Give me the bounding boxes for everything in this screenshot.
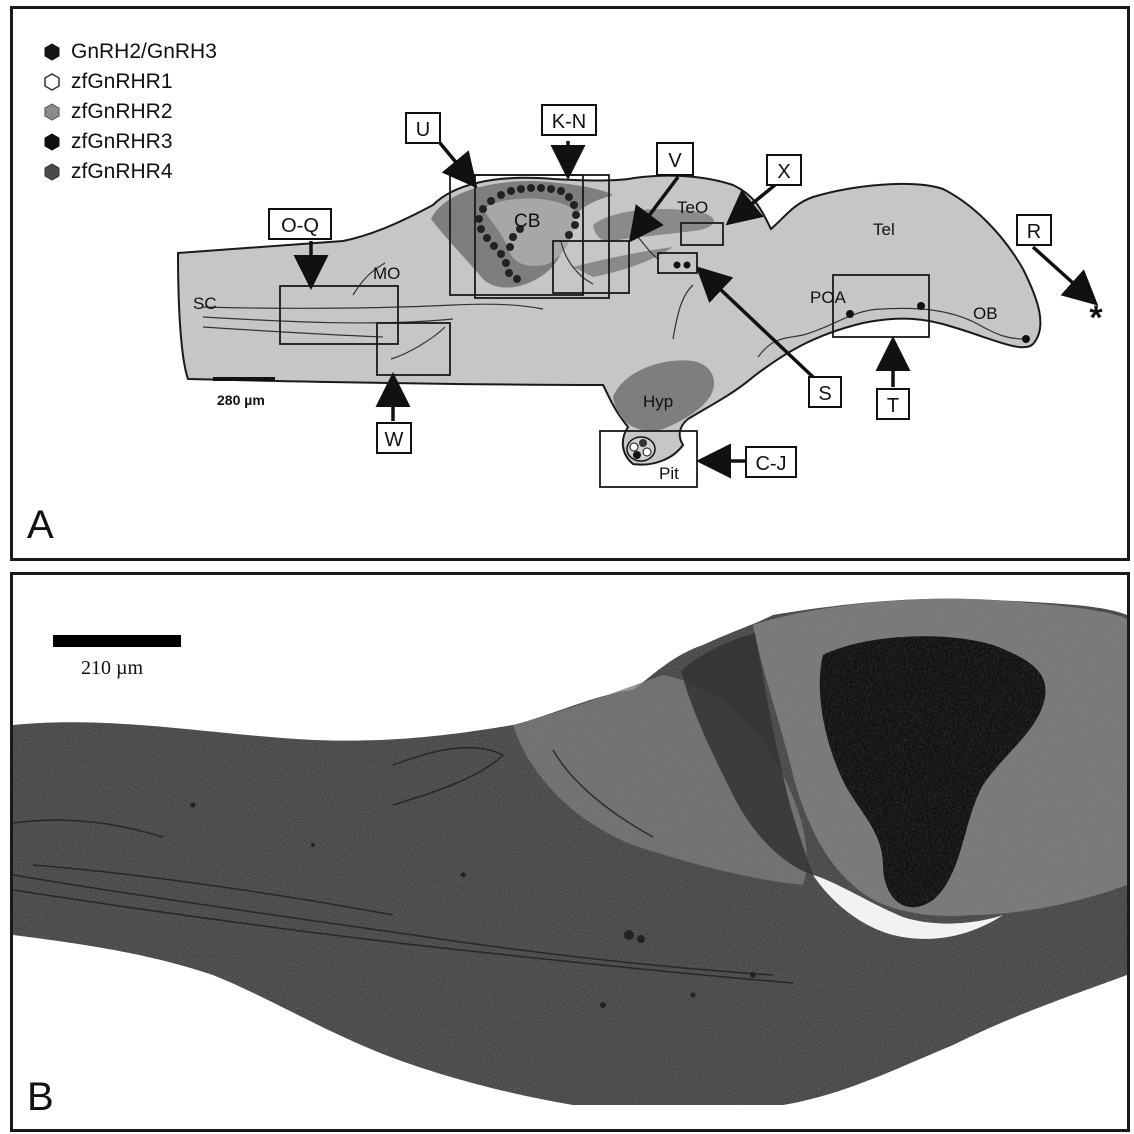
region-label-pit: Pit [659,464,679,483]
scale-bar-b [53,635,181,647]
asterisk-marker: * [1089,299,1103,337]
region-label-mo: MO [373,264,400,283]
scale-label-b: 210 µm [81,657,181,680]
panel-a-schematic: GnRH2/GnRH3 zfGnRHR1 zfGnRHR2 zfGnRHR3 z… [10,6,1130,561]
region-label-tel: Tel [873,220,895,239]
callout-cj: C-J [755,453,786,475]
scale-bar-b-group: 210 µm [53,635,181,680]
region-label-teo: TeO [677,198,708,217]
panel-letter-a: A [27,503,54,548]
brain-schematic: U K-N V X O-Q R S T W C-J CB TeO Tel MO … [13,9,1127,558]
callout-x: X [777,161,790,183]
region-label-cb: CB [514,211,540,232]
region-label-hyp: Hyp [643,392,673,411]
callout-v: V [668,150,682,172]
callout-t: T [887,395,899,417]
region-label-sc: SC [193,294,217,313]
panel-b-micrograph: 210 µm B [10,572,1130,1132]
panel-letter-b: B [27,1075,54,1120]
region-label-ob: OB [973,304,998,323]
callout-s: S [818,383,831,405]
scale-label-a: 280 µm [217,392,265,408]
region-label-poa: POA [810,288,847,307]
scale-bar-a [213,377,275,381]
pituitary-cluster [627,437,655,461]
callout-oq: O-Q [281,215,319,237]
callout-kn: K-N [552,111,586,133]
callout-u: U [416,119,430,141]
callout-r: R [1027,221,1041,243]
callout-w: W [385,429,404,451]
